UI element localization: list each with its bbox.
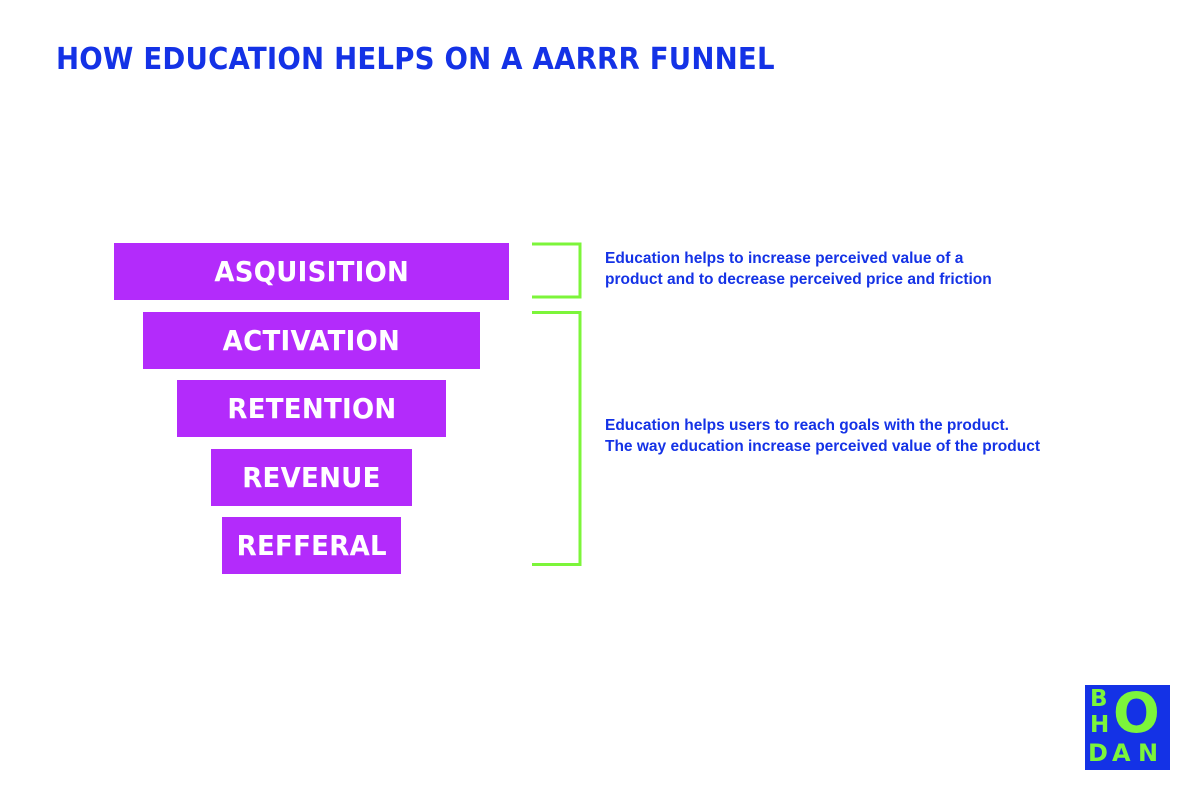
logo-letter: H [1090,712,1110,738]
funnel-stage-label: ACTIVATION [222,324,401,357]
note-line: Education helps to increase perceived va… [605,250,964,267]
bracket-acquisition [532,242,582,299]
note-line: product and to decrease perceived price … [605,271,992,288]
funnel-stage-label: ASQUISITION [214,255,409,288]
logo-letter: N [1138,739,1159,767]
bohdan-logo: B H O D A N [1085,685,1170,770]
funnel-stage-revenue: REVENUE [211,449,412,506]
note-activation-to-referral: Education helps users to reach goals wit… [605,415,1040,457]
note-acquisition: Education helps to increase perceived va… [605,248,992,290]
funnel-stage-retention: RETENTION [177,380,446,437]
funnel-stage-label: REVENUE [242,461,381,494]
logo-letter: A [1112,739,1131,767]
funnel-stage-activation: ACTIVATION [143,312,480,369]
funnel-stage-label: RETENTION [226,392,397,425]
funnel-stage-label: REFFERAL [236,529,387,562]
logo-letter: B [1090,686,1108,712]
note-line: Education helps users to reach goals wit… [605,417,1009,434]
logo-letter: O [1113,681,1160,745]
bracket-activation-to-referral [532,311,582,566]
page-title: HOW EDUCATION HELPS ON A AARRR FUNNEL [56,42,775,77]
note-line: The way education increase perceived val… [605,438,1040,455]
logo-letter: D [1088,739,1108,767]
funnel-stage-acquisition: ASQUISITION [114,243,509,300]
funnel-stage-referral: REFFERAL [222,517,401,574]
